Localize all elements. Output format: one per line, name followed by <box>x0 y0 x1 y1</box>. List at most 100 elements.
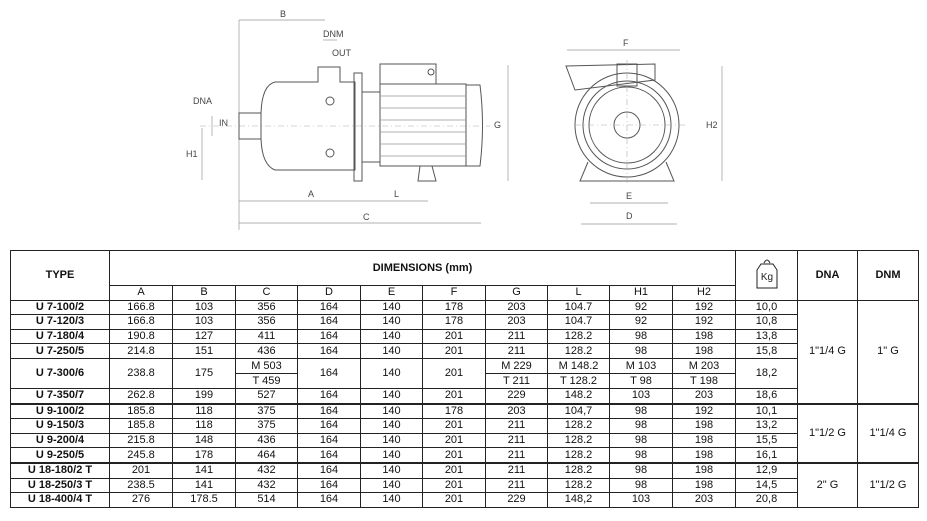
dim-a: 276 <box>109 492 173 508</box>
side-view: B DNM OUT DNA IN H1 A L C G <box>186 9 509 230</box>
dim-h1: 98 <box>609 328 673 345</box>
dim-f: 201 <box>422 447 486 464</box>
column-header-e: E <box>360 285 423 301</box>
dim-variant-value: M 103 <box>610 359 672 374</box>
dim-b: 118 <box>172 402 236 420</box>
dim-label-f: F <box>623 38 629 48</box>
model-type: U 18-180/2 T <box>10 461 110 479</box>
weight-header: Kg <box>735 250 798 301</box>
dim-b: 141 <box>172 461 236 479</box>
dim-a: 214.8 <box>109 343 173 359</box>
dim-h1: 98 <box>609 343 673 359</box>
dim-h2: 198 <box>672 343 736 359</box>
dna-value: 1"1/2 G <box>797 402 858 464</box>
dim-a: 185.8 <box>109 418 173 434</box>
weight-kg: 10,1 <box>735 402 798 420</box>
dim-b: 199 <box>172 387 236 405</box>
dim-e: 140 <box>360 387 423 405</box>
dim-l: 104.7 <box>547 299 610 316</box>
dim-f: 178 <box>422 299 486 316</box>
dim-f: 201 <box>422 418 486 434</box>
dim-h2: 198 <box>672 461 736 479</box>
dim-c: 432 <box>235 461 298 479</box>
dim-c: 436 <box>235 343 298 359</box>
dim-d: 164 <box>297 447 361 464</box>
dim-variant-value: T 98 <box>630 374 652 387</box>
dim-a: 166.8 <box>109 299 173 316</box>
dim-b: 178 <box>172 447 236 464</box>
dim-l: 128.2 <box>547 343 610 359</box>
dna-value: 1"1/4 G <box>797 299 858 405</box>
dim-h2: 192 <box>672 314 736 330</box>
dim-f: 178 <box>422 402 486 420</box>
dim-label-out: OUT <box>332 48 352 58</box>
dim-label-g: G <box>494 120 501 130</box>
weight-kg: 10,8 <box>735 314 798 330</box>
dim-f: 178 <box>422 314 486 330</box>
dim-g: 211 <box>485 418 548 434</box>
dim-e: 140 <box>360 299 423 316</box>
model-type: U 9-200/4 <box>10 432 110 449</box>
dim-c: 432 <box>235 477 298 494</box>
dim-g: 203 <box>485 402 548 420</box>
dim-a: 215.8 <box>109 432 173 449</box>
dim-variant-value: M 229 <box>486 359 547 374</box>
dim-label-e: E <box>626 191 632 201</box>
dim-d: 164 <box>297 492 361 508</box>
dim-h2: 192 <box>672 299 736 316</box>
dim-e: 140 <box>360 492 423 508</box>
weight-kg: 12,9 <box>735 461 798 479</box>
dim-c: 375 <box>235 402 298 420</box>
dim-h2: 203 <box>672 492 736 508</box>
dim-f: 201 <box>422 477 486 494</box>
model-type: U 9-100/2 <box>10 402 110 420</box>
dim-a: 262.8 <box>109 387 173 405</box>
weight-kg: 13,2 <box>735 418 798 434</box>
dim-label-h2: H2 <box>706 120 718 130</box>
dim-variant-value: M 503 <box>236 359 297 374</box>
column-header-a: A <box>109 285 173 301</box>
dim-a: 201 <box>109 461 173 479</box>
dim-e: 140 <box>360 328 423 345</box>
model-type: U 7-350/7 <box>10 387 110 405</box>
dim-h1: 103 <box>609 387 673 405</box>
dim-a: 190.8 <box>109 328 173 345</box>
column-header-h2: H2 <box>672 285 736 301</box>
dim-e: 140 <box>360 357 423 389</box>
dim-a: 238.5 <box>109 477 173 494</box>
dim-label-in: IN <box>219 118 228 128</box>
column-header-h1: H1 <box>609 285 673 301</box>
dim-b: 103 <box>172 314 236 330</box>
model-type: U 9-250/5 <box>10 447 110 464</box>
dim-b: 118 <box>172 418 236 434</box>
dim-d: 164 <box>297 461 361 479</box>
model-type: U 7-120/3 <box>10 314 110 330</box>
dim-h1: 98 <box>609 461 673 479</box>
dim-d: 164 <box>297 477 361 494</box>
dim-d: 164 <box>297 357 361 389</box>
model-type: U 7-100/2 <box>10 299 110 316</box>
pump-dimension-drawing: B DNM OUT DNA IN H1 A L C G <box>186 9 723 230</box>
dim-e: 140 <box>360 477 423 494</box>
dim-b: 151 <box>172 343 236 359</box>
dimensions-header: DIMENSIONS (mm) <box>109 250 736 286</box>
dim-l: 104.7 <box>547 314 610 330</box>
dim-h2: 198 <box>672 432 736 449</box>
dim-label-d: D <box>626 211 633 221</box>
dim-d: 164 <box>297 328 361 345</box>
front-view: F H2 E D <box>565 38 723 225</box>
dim-d: 164 <box>297 418 361 434</box>
dim-l: 104,7 <box>547 402 610 420</box>
dim-g: 211 <box>485 477 548 494</box>
dim-e: 140 <box>360 432 423 449</box>
